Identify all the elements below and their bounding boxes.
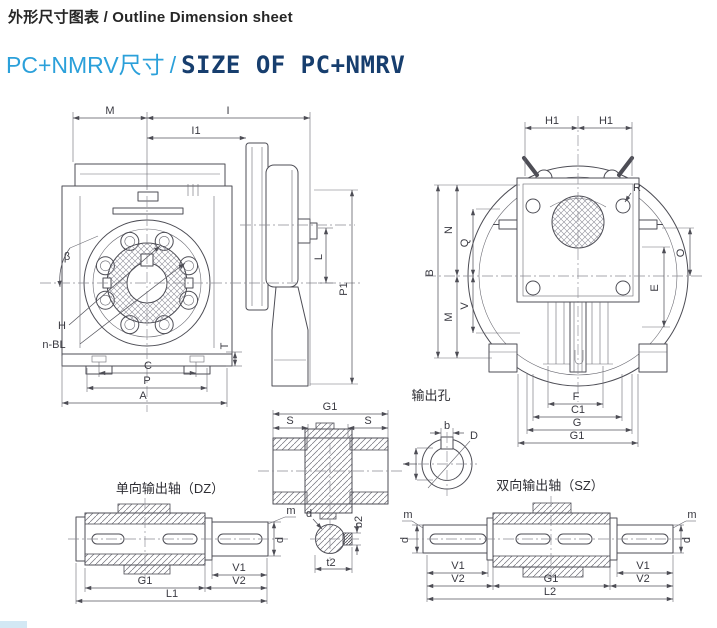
section-title-cn: PC+NMRV尺寸 [6, 52, 165, 78]
dim-label-t2: t2 [326, 557, 335, 569]
dim-label-V: V [459, 302, 471, 310]
section-title: PC+NMRV尺寸/SIZE OF PC+NMRV [6, 46, 405, 80]
dim-label-V2-right: V2 [636, 573, 649, 585]
dim-label-M: M [105, 105, 114, 117]
dim-label-P1: P1 [338, 282, 350, 295]
flange-bolt-holes [525, 198, 631, 296]
foot [638, 343, 668, 373]
dimension-lines [272, 410, 389, 438]
diameter-leader [427, 440, 471, 489]
dim-label-S-right: S [364, 415, 371, 427]
dim-label-H1-left: H1 [545, 115, 559, 127]
dim-label-m-left: m [403, 509, 412, 521]
output-hole-view: 输出孔 b D [403, 388, 478, 496]
dim-label-beta: β [64, 251, 70, 263]
side-pin [638, 219, 658, 230]
dim-label-H: H [58, 320, 66, 332]
dimension-lines [57, 112, 358, 407]
hollow-shaft-section: G1 S S [258, 401, 402, 520]
dim-label-C1: C1 [571, 404, 585, 416]
dimension-lines [402, 520, 696, 602]
sz-title: 双向输出轴（SZ） [496, 478, 604, 493]
dim-label-L2: L2 [544, 586, 556, 598]
vent-screw [617, 156, 634, 177]
dim-label-V2-left: V2 [451, 573, 464, 585]
side-pin [498, 219, 518, 230]
dim-label-G1: G1 [544, 573, 559, 585]
dimension-lines [434, 122, 694, 447]
dim-label-G1: G1 [323, 401, 338, 413]
dim-label-S-left: S [286, 415, 293, 427]
dim-label-m-right: m [687, 509, 696, 521]
dimension-lines [75, 516, 296, 604]
cooling-fins [543, 302, 613, 365]
dim-label-b2: b2 [353, 516, 365, 528]
center-lines [40, 196, 362, 412]
rear-view: H1 H1 B N M Q V R O E F C1 G G1 [424, 115, 705, 447]
dim-label-d: d [306, 508, 312, 520]
dz-shaft-view: 单向输出轴（DZ） m d V [68, 481, 296, 604]
dim-label-V1-left: V1 [451, 560, 464, 572]
dimension-lines [403, 428, 464, 481]
side-view: M I I1 β H n-BL T L P1 C P A [40, 105, 362, 412]
page-title: 外形尺寸图表 / Outline Dimension sheet [8, 9, 293, 26]
keyway-slot [429, 533, 487, 545]
dim-label-B: B [424, 269, 436, 276]
dim-label-nBL: n-BL [42, 339, 65, 351]
dim-label-C: C [144, 360, 152, 372]
sz-shaft-view: 双向输出轴（SZ） [399, 478, 697, 602]
key-section-view: d b2 t2 [306, 508, 365, 573]
dim-label-L1: L1 [166, 588, 178, 600]
section-title-separator: / [169, 52, 177, 78]
dim-label-V1-right: V1 [636, 560, 649, 572]
dim-label-P: P [143, 375, 150, 387]
dim-label-F: F [573, 391, 580, 403]
dim-label-m: m [286, 505, 295, 517]
dim-label-d: d [274, 537, 286, 543]
dim-label-G1: G1 [570, 430, 585, 442]
foot [488, 343, 518, 373]
section-title-en: SIZE OF PC+NMRV [181, 51, 406, 79]
dim-label-d-left: d [399, 537, 411, 543]
pc-unit-profile [245, 142, 318, 387]
dim-label-M: M [443, 312, 455, 321]
dim-label-I: I [226, 105, 229, 117]
dim-label-T: T [219, 342, 231, 349]
dim-label-V2: V2 [232, 575, 245, 587]
vent-screw [522, 156, 539, 177]
dim-label-A: A [139, 390, 147, 402]
dimension-lines [312, 518, 361, 573]
dim-label-E: E [649, 284, 661, 291]
dim-label-D: D [470, 430, 478, 442]
output-hole-title: 输出孔 [411, 388, 450, 403]
dim-label-V1: V1 [232, 562, 245, 574]
dim-label-H1-right: H1 [599, 115, 613, 127]
dim-label-b: b [444, 420, 450, 432]
input-boss [297, 218, 311, 244]
dim-label-O: O [675, 248, 687, 257]
page-corner-tint [0, 621, 27, 628]
dim-label-G: G [573, 417, 582, 429]
dz-title: 单向输出轴（DZ） [116, 481, 224, 496]
dim-label-L: L [313, 254, 325, 260]
dim-label-I1: I1 [191, 125, 200, 137]
dim-label-R: R [633, 182, 641, 194]
dim-label-N: N [443, 226, 455, 234]
dim-label-d-right: d [681, 537, 693, 543]
dim-label-Q: Q [459, 238, 471, 247]
dim-label-G1: G1 [138, 575, 153, 587]
